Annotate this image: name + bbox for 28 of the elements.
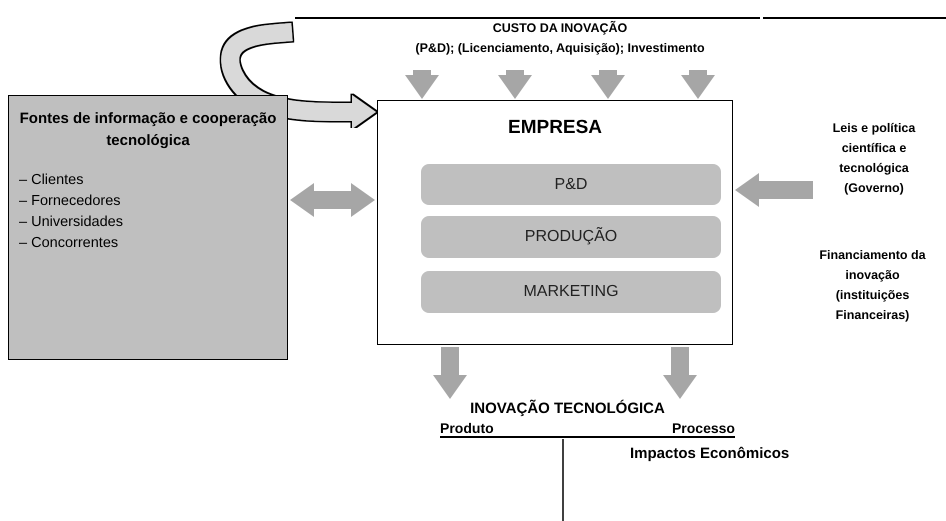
company-box	[377, 100, 733, 345]
curved-arrow	[221, 23, 376, 129]
impact-label: Impactos Econômicos	[630, 445, 790, 462]
block-arrow	[735, 173, 813, 207]
info-sources-box	[8, 95, 288, 360]
list-item: – Universidades	[19, 213, 124, 232]
result-title: INOVAÇÃO TECNOLÓGICA	[469, 400, 666, 417]
list-item: – Clientes	[19, 171, 84, 190]
block-arrow	[405, 70, 439, 99]
block-arrow	[290, 183, 375, 217]
external-factor-text: Leis e política científica e tecnológica (Governo)	[815, 118, 933, 198]
department-box: P&D	[421, 164, 721, 205]
block-arrow	[681, 70, 715, 99]
external-factor-text: Financiamento da inovação (instituições Financeiras)	[810, 245, 935, 325]
innovation-type: Produto	[440, 420, 494, 436]
innovation-type: Processo	[672, 420, 735, 436]
list-item: – Fornecedores	[19, 192, 122, 211]
block-arrow	[663, 347, 697, 399]
company-title: EMPRESA	[507, 117, 603, 139]
block-arrow	[498, 70, 532, 99]
block-arrow	[433, 347, 467, 399]
panel-heading: Fontes de informação e cooperação tecnológica	[19, 109, 277, 151]
cost-text: (P&D); (Licenciamento, Aquisição); Investimento	[414, 40, 706, 57]
block-arrow	[591, 70, 625, 99]
department-box: PRODUÇÃO	[421, 216, 721, 258]
department-box: MARKETING	[421, 271, 721, 313]
cost-text: CUSTO DA INOVAÇÃO	[492, 20, 628, 37]
list-item: – Concorrentes	[19, 234, 120, 253]
